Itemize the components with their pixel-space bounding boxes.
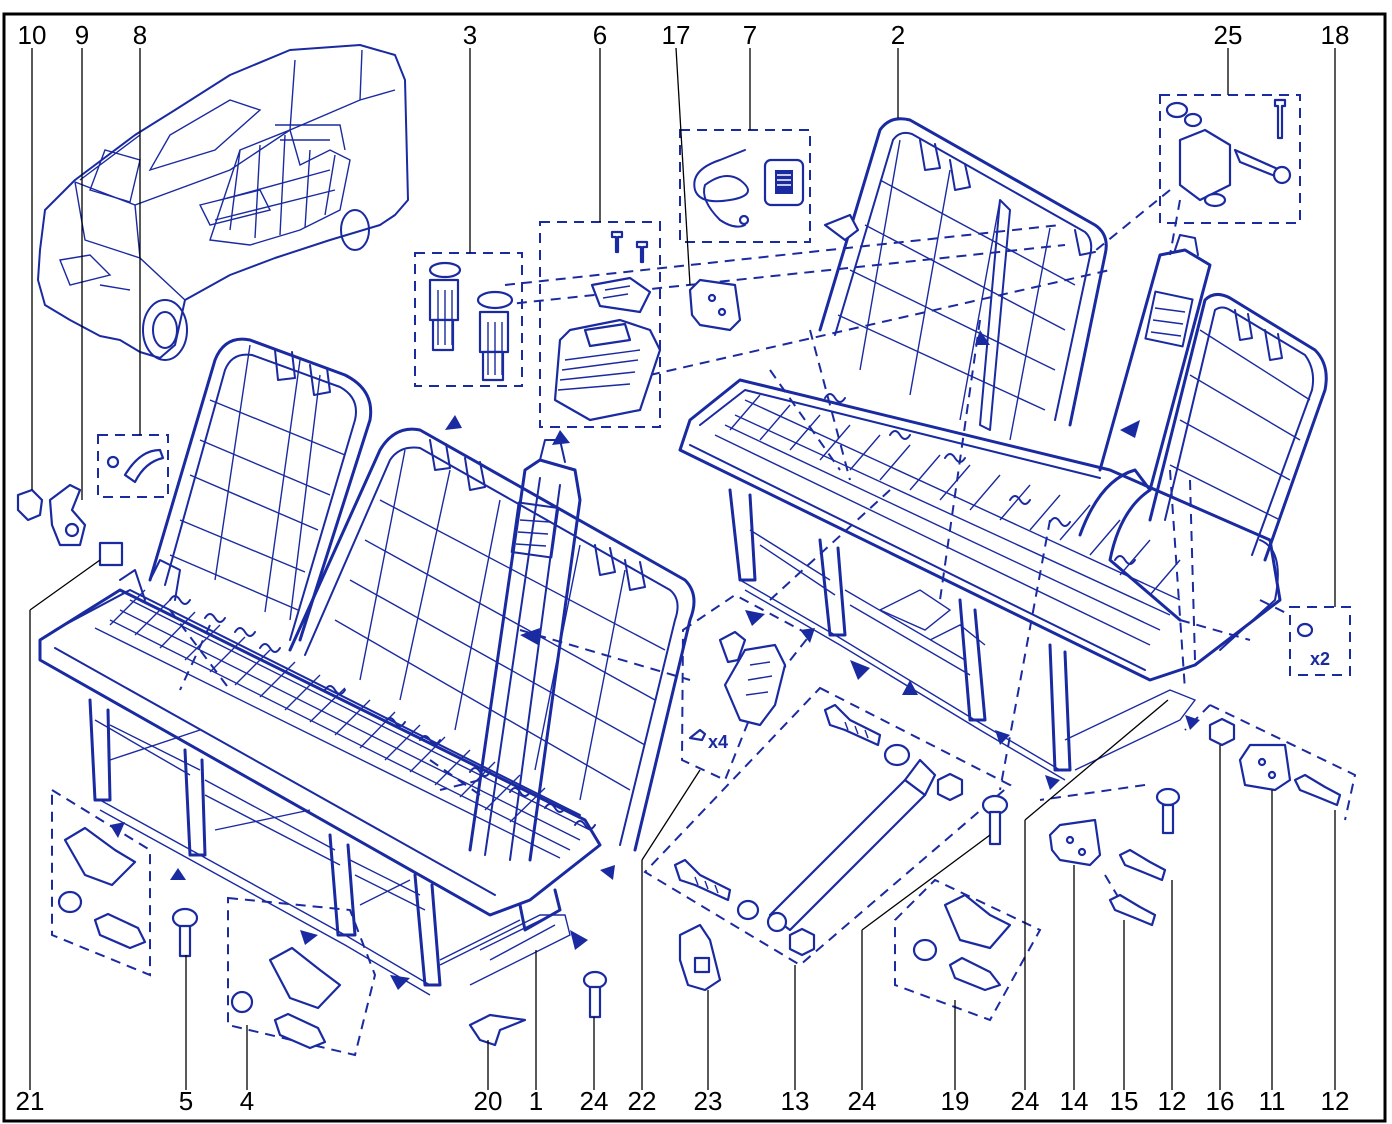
part-24-bolts bbox=[171, 787, 1181, 1019]
callout-25: 25 bbox=[1214, 20, 1243, 50]
multiplier-x2: x2 bbox=[1310, 649, 1330, 669]
callout-19: 19 bbox=[941, 1086, 970, 1116]
part-18-washer bbox=[1296, 622, 1314, 638]
part-13-strut bbox=[673, 703, 964, 957]
assembly-dashed-lines bbox=[499, 189, 1291, 791]
callout-23: 23 bbox=[694, 1086, 723, 1116]
callout-7: 7 bbox=[743, 20, 757, 50]
callout-14: 14 bbox=[1060, 1086, 1089, 1116]
callout-5: 5 bbox=[179, 1086, 193, 1116]
part-15-bolt bbox=[1108, 893, 1157, 927]
callout-6: 6 bbox=[593, 20, 607, 50]
callout-8: 8 bbox=[133, 20, 147, 50]
callout-15: 15 bbox=[1110, 1086, 1139, 1116]
part-6-cover bbox=[553, 230, 662, 422]
callout-4: 4 bbox=[240, 1086, 254, 1116]
part-20-clip bbox=[468, 1013, 527, 1047]
callout-21: 21 bbox=[16, 1086, 45, 1116]
callout-17: 17 bbox=[662, 20, 691, 50]
part-12a-bolt bbox=[1118, 848, 1167, 882]
callout-13: 13 bbox=[781, 1086, 810, 1116]
callout-2: 2 bbox=[891, 20, 905, 50]
part-19-hinge bbox=[912, 893, 1012, 992]
callout-3: 3 bbox=[463, 20, 477, 50]
callout-labels: 10 9 8 3 6 17 7 2 25 18 21 5 4 20 1 24 2… bbox=[16, 20, 1350, 1116]
part-4-hinge bbox=[230, 946, 342, 1050]
callout-1: 1 bbox=[529, 1086, 543, 1116]
callout-22: 22 bbox=[628, 1086, 657, 1116]
callout-24-right: 24 bbox=[1011, 1086, 1040, 1116]
part-3-guides bbox=[428, 261, 514, 382]
callout-12-right: 12 bbox=[1321, 1086, 1350, 1116]
callout-18: 18 bbox=[1321, 20, 1350, 50]
part-12b-bolt bbox=[1293, 773, 1342, 807]
callout-24-middle: 24 bbox=[848, 1086, 877, 1116]
part-14-plate bbox=[1048, 818, 1102, 867]
callout-24-left: 24 bbox=[580, 1086, 609, 1116]
part-lower-left-hinge bbox=[57, 826, 147, 950]
callout-10: 10 bbox=[18, 20, 47, 50]
callout-20: 20 bbox=[474, 1086, 503, 1116]
left-seatback-frame bbox=[119, 337, 373, 642]
multiplier-x4: x4 bbox=[708, 732, 728, 752]
part-25-bracket bbox=[1165, 98, 1292, 208]
part-16-nut bbox=[1208, 717, 1236, 747]
part-7-cable bbox=[693, 149, 860, 242]
part-17-bracket bbox=[688, 278, 742, 332]
part-8-clip bbox=[106, 448, 165, 484]
callout-11: 11 bbox=[1259, 1086, 1286, 1116]
callout-16: 16 bbox=[1206, 1086, 1235, 1116]
callout-9: 9 bbox=[75, 20, 89, 50]
van-illustration bbox=[37, 44, 409, 361]
callout-12-left: 12 bbox=[1158, 1086, 1187, 1116]
part-group-boxes bbox=[51, 94, 1357, 1057]
middle-seatback-frame bbox=[288, 427, 696, 862]
callout-leaders bbox=[29, 47, 1336, 1090]
part-11-plate bbox=[1238, 743, 1292, 792]
part-22-bracket bbox=[688, 630, 787, 742]
small-parts: x4 x2 bbox=[16, 98, 1342, 1050]
part-21-plate bbox=[98, 541, 124, 567]
